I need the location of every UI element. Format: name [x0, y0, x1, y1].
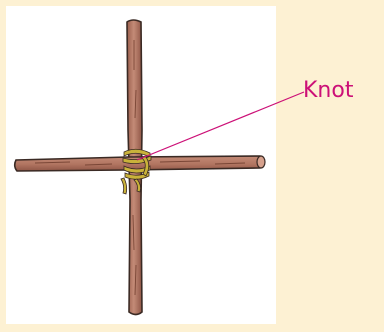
knot-label: Knot — [303, 78, 353, 104]
knot-pointer-line — [137, 92, 304, 160]
